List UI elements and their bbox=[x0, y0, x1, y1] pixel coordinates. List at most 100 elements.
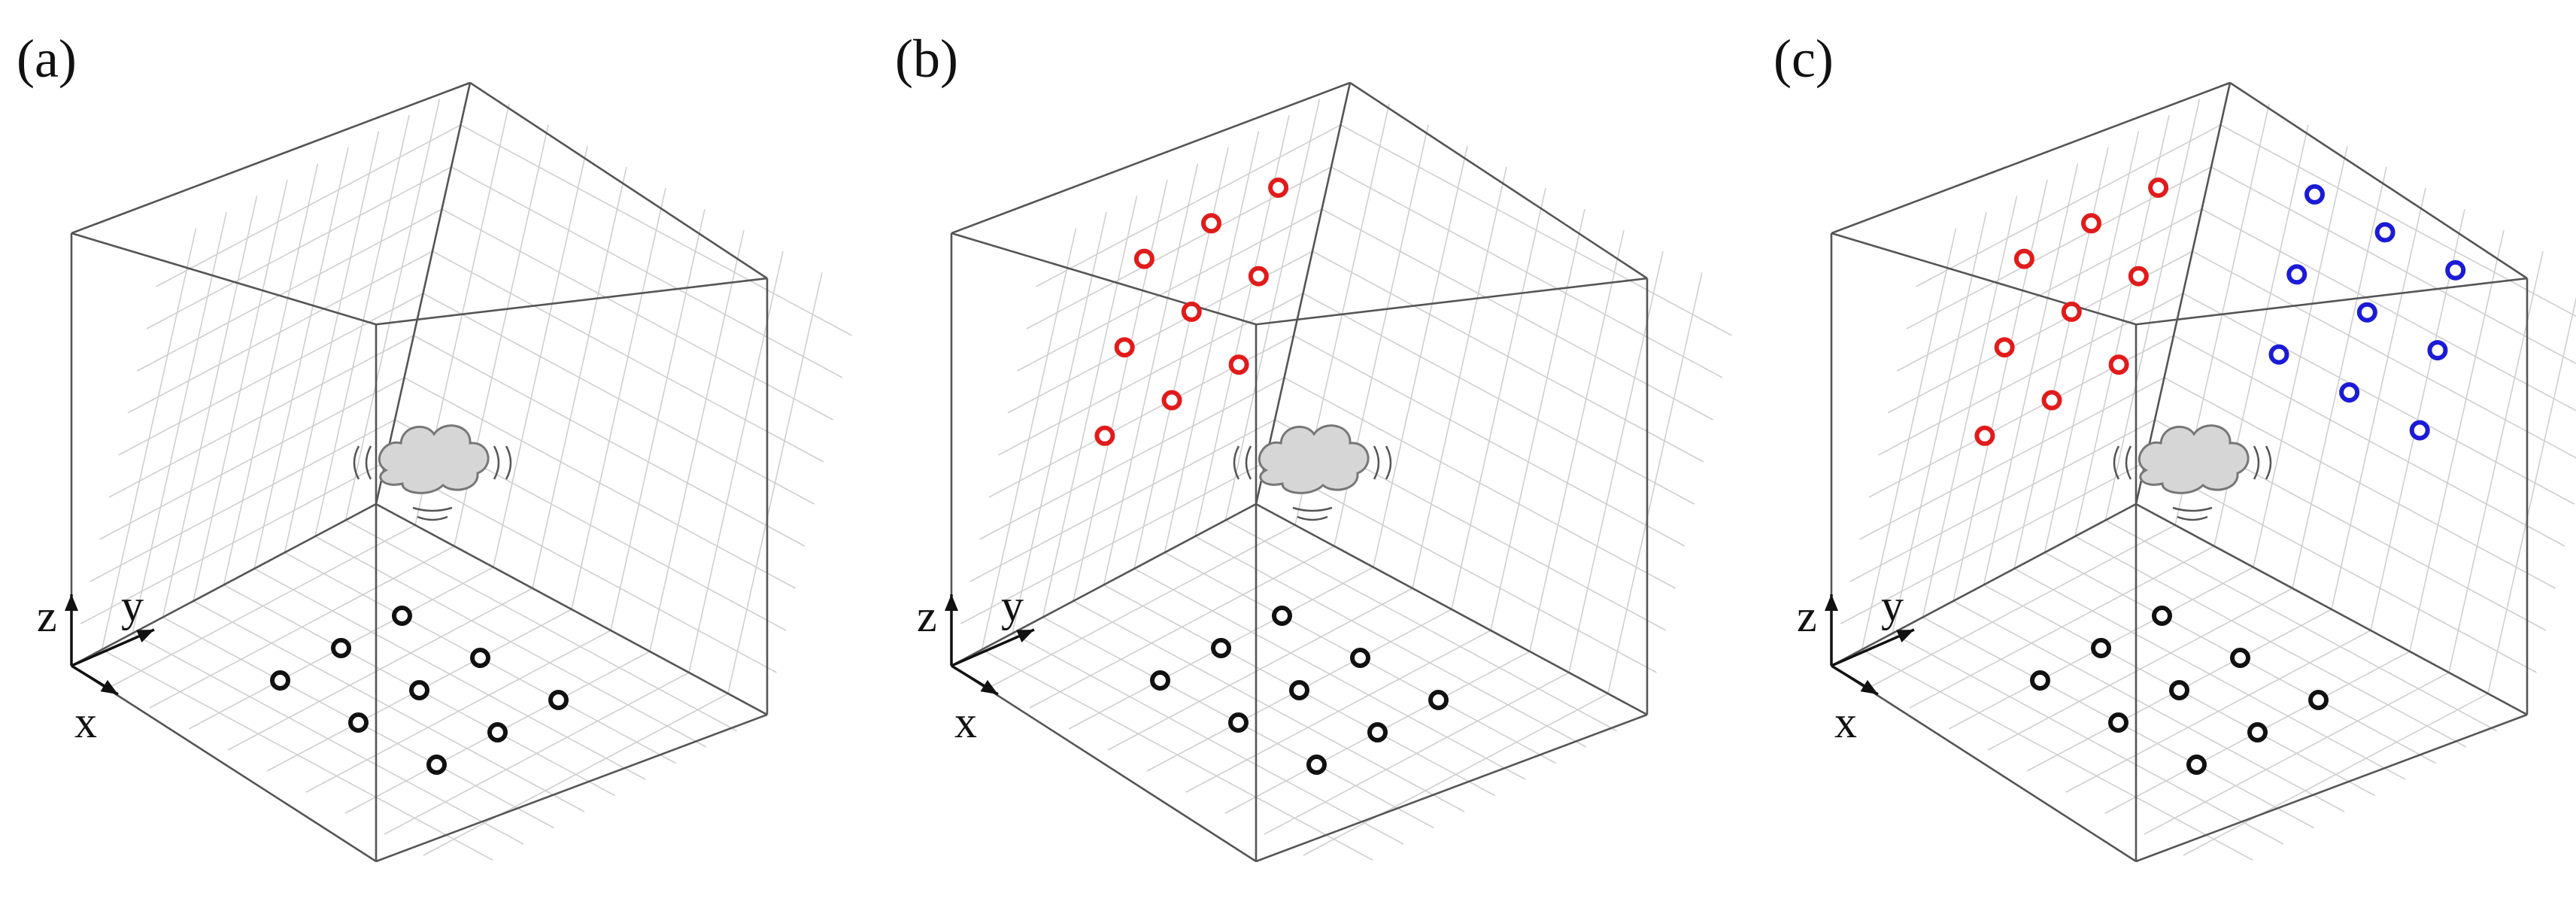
cube-edge bbox=[71, 664, 377, 863]
floor-sensor bbox=[1367, 722, 1388, 742]
floor-sensor-array bbox=[1150, 606, 1449, 775]
floor-sensor bbox=[2030, 670, 2050, 691]
cube-edge bbox=[1255, 277, 1648, 326]
z-axis-label: z bbox=[37, 591, 57, 641]
left-wall-sensor bbox=[2013, 248, 2034, 269]
z-axis-arrow-head bbox=[1825, 594, 1838, 611]
axes: z y x bbox=[1797, 581, 1915, 747]
cube-edge bbox=[71, 503, 377, 667]
panel-label: (b) bbox=[895, 29, 958, 89]
right-wall-sensor bbox=[2268, 344, 2289, 365]
y-axis-label: y bbox=[121, 581, 144, 630]
left-wall-sensor bbox=[1974, 425, 1995, 446]
floor-sensor-array bbox=[270, 606, 569, 775]
x-axis-label: x bbox=[1834, 697, 1857, 747]
cube-edge-hidden bbox=[1831, 233, 2180, 256]
x-axis-label: x bbox=[74, 697, 97, 747]
z-axis-label: z bbox=[1797, 591, 1817, 641]
cube-edge bbox=[1255, 82, 1352, 505]
left-wall-sensor bbox=[2148, 178, 2169, 198]
left-wall-sensor bbox=[2061, 301, 2082, 322]
left-wall-sensor-array bbox=[1094, 178, 1289, 446]
left-wall-sensor bbox=[2081, 213, 2101, 234]
cube-edge bbox=[2229, 81, 2528, 280]
floor-sensor bbox=[2308, 690, 2329, 710]
left-wall-sensor-array bbox=[1974, 178, 2169, 446]
floor-sensor bbox=[2091, 638, 2111, 658]
right-wall-sensor bbox=[2286, 264, 2307, 285]
cube-edge bbox=[2135, 82, 2232, 505]
left-wall-sensor bbox=[1181, 301, 1202, 322]
cloud-sound-source-icon bbox=[2113, 424, 2272, 521]
cube-edge bbox=[375, 713, 768, 863]
cube-edge bbox=[1831, 503, 2137, 667]
right-wall bbox=[385, 103, 852, 694]
panel-c: (c) z y x bbox=[1773, 29, 2576, 863]
left-wall bbox=[960, 99, 1341, 650]
cube-edge bbox=[469, 81, 768, 280]
floor-sensor bbox=[1211, 638, 1231, 658]
x-axis-arrow-head bbox=[980, 679, 998, 694]
cube-edge-hidden bbox=[1831, 233, 2136, 440]
left-wall-sensor bbox=[1201, 213, 1221, 234]
left-wall-sensor bbox=[1268, 178, 1289, 198]
cube-edge bbox=[951, 81, 1351, 235]
y-axis-arrow-head bbox=[1016, 630, 1034, 643]
cube-edge bbox=[1831, 664, 2137, 863]
right-wall-sensor bbox=[2445, 260, 2466, 281]
floor-sensor bbox=[1350, 648, 1370, 668]
cube-edge bbox=[2135, 713, 2528, 863]
floor-sensor bbox=[2230, 648, 2250, 668]
left-wall-sensor bbox=[2108, 354, 2129, 375]
cube-edge-hidden bbox=[951, 233, 1256, 440]
left-wall-sensor bbox=[1161, 390, 1182, 411]
right-wall-sensor bbox=[2427, 340, 2448, 361]
left-wall-sensor bbox=[1114, 337, 1135, 358]
cube-edge bbox=[375, 82, 472, 505]
cloud-sound-source-icon bbox=[353, 424, 512, 521]
left-wall-sensor bbox=[1133, 248, 1154, 269]
x-axis-arrow-head bbox=[100, 679, 118, 694]
cube-edge bbox=[1255, 713, 1648, 863]
z-axis-label: z bbox=[917, 591, 937, 641]
cube-edge bbox=[1349, 81, 1648, 280]
cube-edge bbox=[71, 232, 377, 326]
cube-edge bbox=[2135, 277, 2528, 326]
z-axis-arrow-head bbox=[65, 594, 78, 611]
panel-label: (c) bbox=[1773, 29, 1834, 89]
y-axis-label: y bbox=[1881, 581, 1904, 630]
cube-edges bbox=[70, 81, 769, 863]
floor-sensor bbox=[470, 648, 490, 668]
floor-sensor bbox=[1428, 690, 1449, 710]
left-wall-sensor bbox=[2128, 266, 2149, 287]
left-wall-sensor bbox=[1248, 266, 1269, 287]
right-wall-sensor bbox=[2409, 420, 2430, 441]
right-wall bbox=[1265, 103, 1732, 694]
cube-edge bbox=[2135, 503, 2528, 716]
floor-sensor bbox=[409, 680, 429, 700]
axes: z y x bbox=[37, 581, 155, 747]
floor-sensor bbox=[331, 638, 351, 658]
floor-sensor bbox=[1228, 712, 1249, 733]
floor-sensor bbox=[1289, 680, 1309, 700]
cube-edge bbox=[375, 277, 768, 326]
right-wall-sensor-array bbox=[2268, 184, 2466, 441]
cube-edge bbox=[951, 232, 1257, 326]
cube-edge-hidden bbox=[71, 233, 376, 440]
floor-sensor bbox=[2108, 712, 2128, 733]
cube-edge bbox=[1255, 503, 1648, 716]
cube-edges bbox=[950, 81, 1649, 863]
floor-sensor bbox=[2186, 755, 2207, 775]
right-wall-sensor bbox=[2356, 302, 2377, 323]
floor-sensor bbox=[2169, 680, 2189, 700]
floor bbox=[102, 519, 737, 861]
right-wall-sensor bbox=[2374, 222, 2395, 243]
left-wall bbox=[1840, 99, 2221, 650]
floor-sensor bbox=[270, 670, 290, 691]
floor-sensor bbox=[1150, 670, 1170, 691]
left-wall-sensor bbox=[1228, 354, 1249, 375]
x-axis-arrow-head bbox=[1860, 679, 1878, 694]
